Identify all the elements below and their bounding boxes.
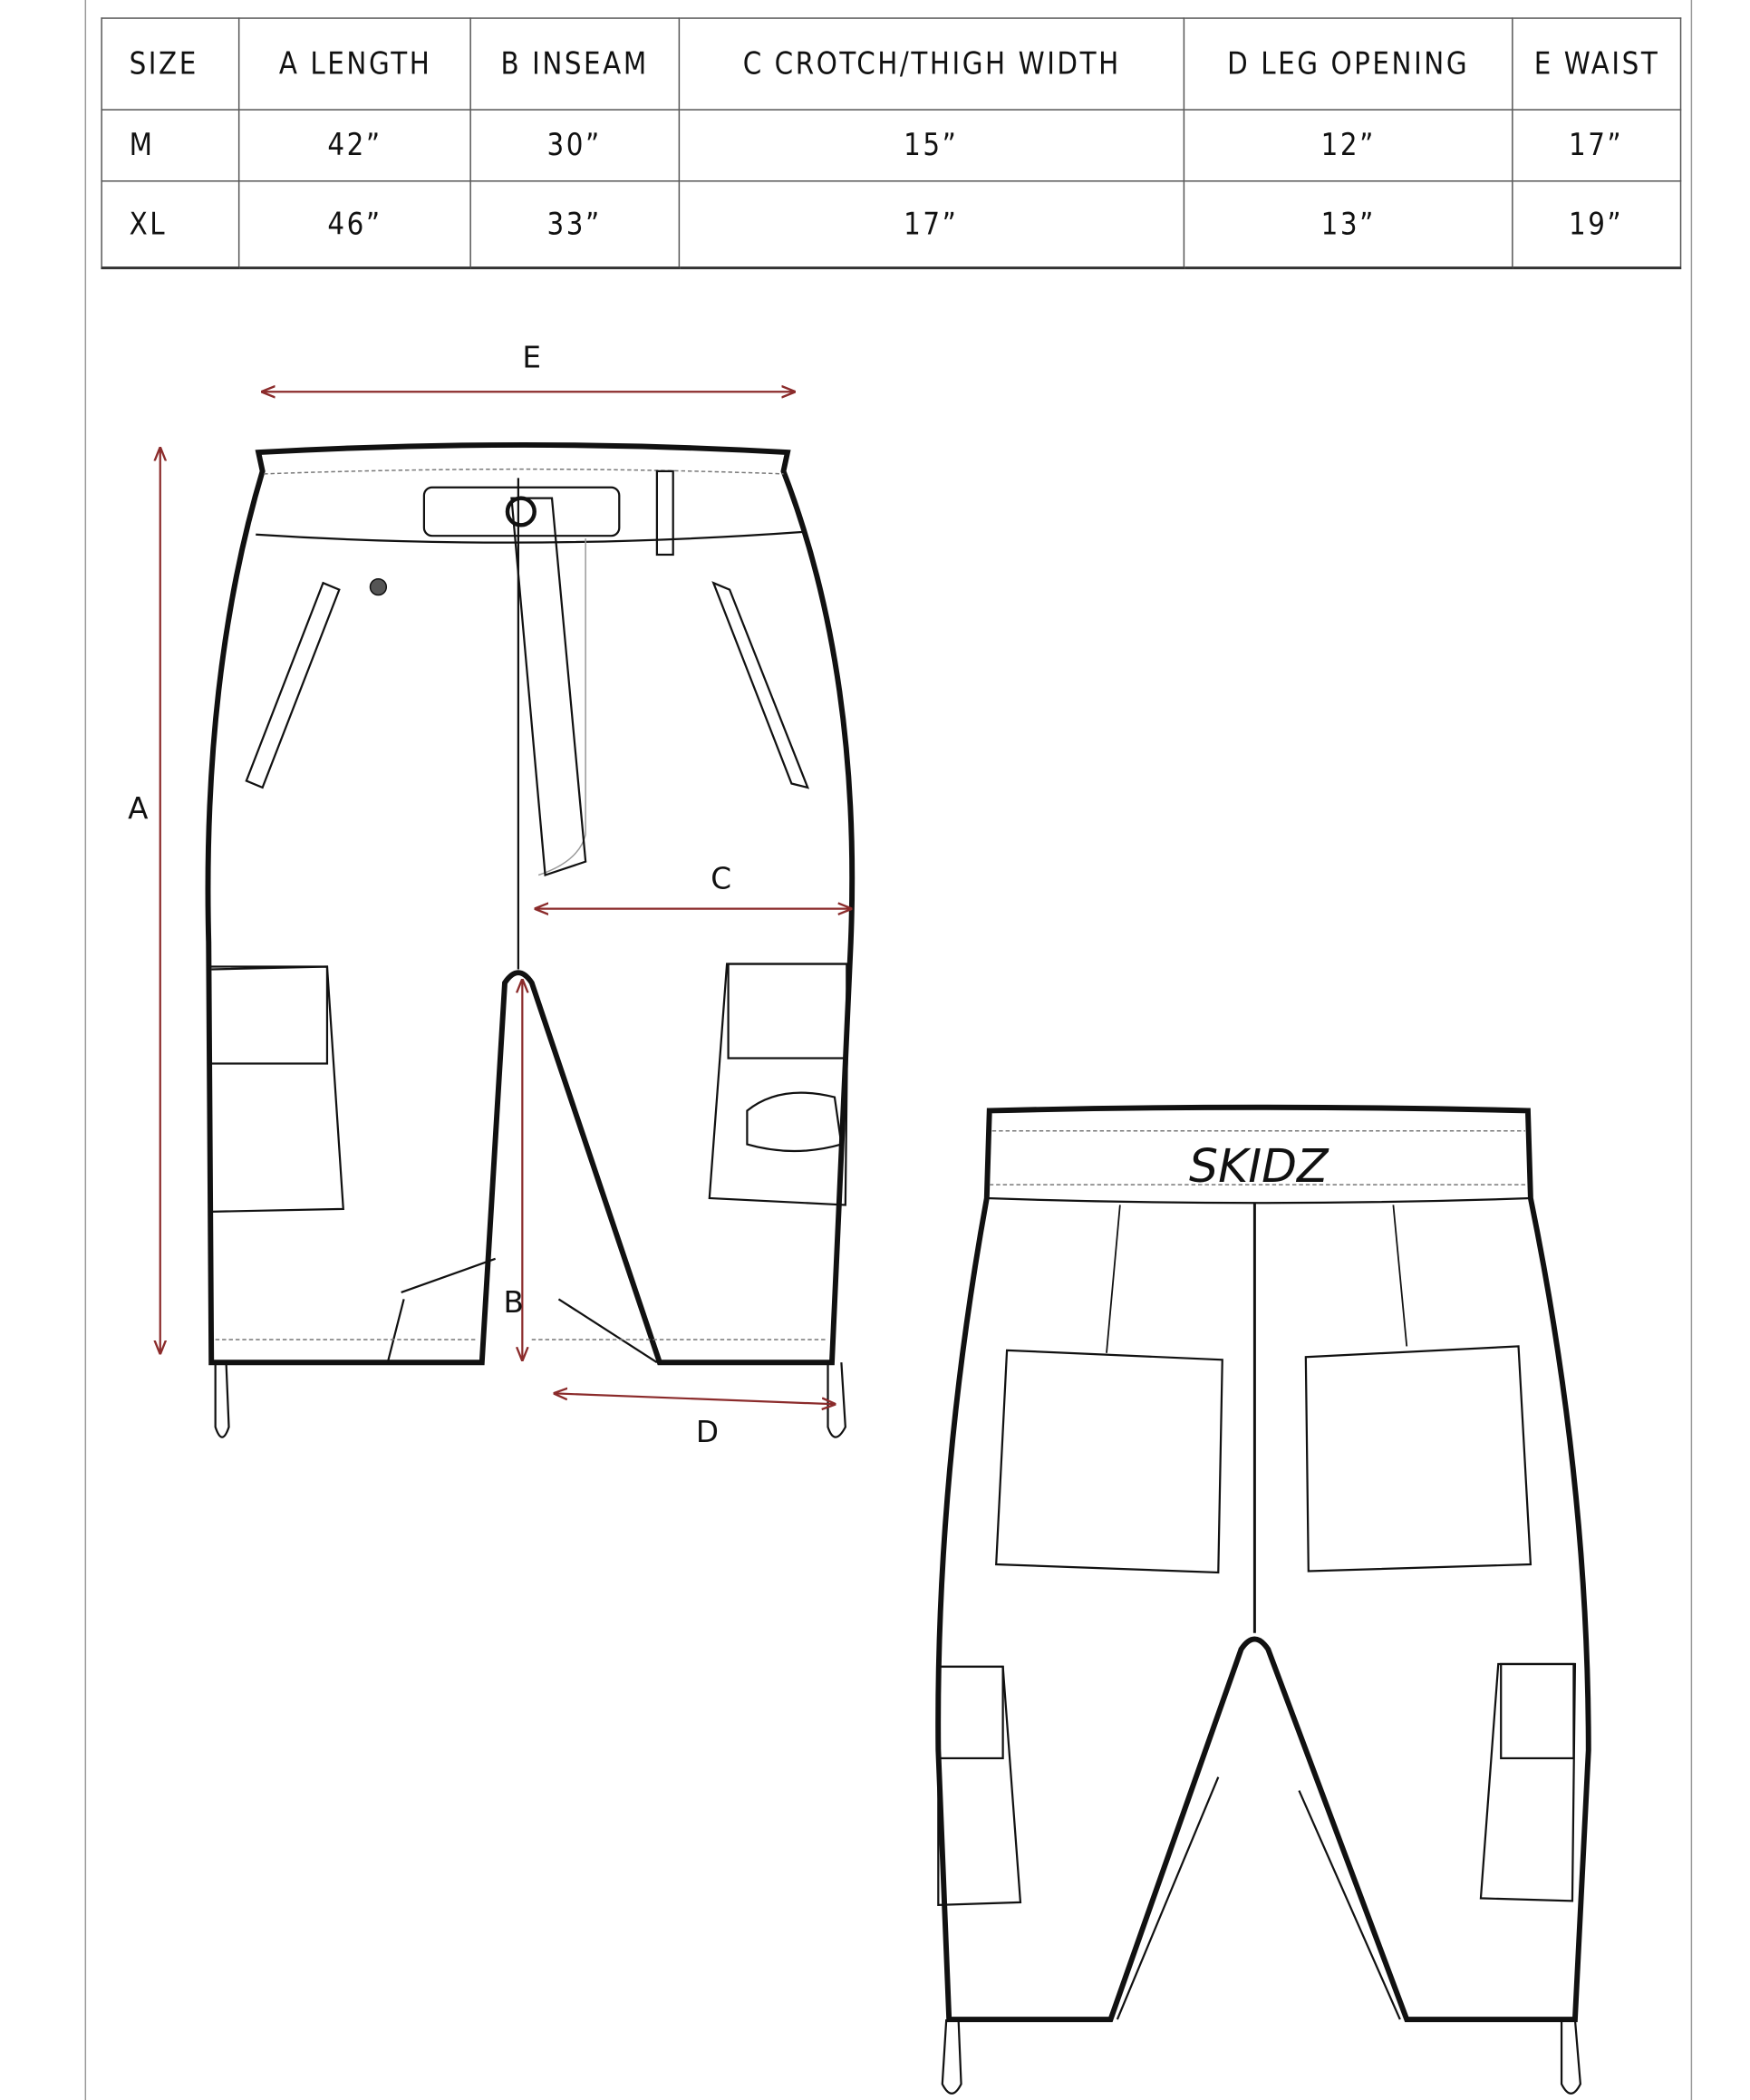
toast-patch xyxy=(746,1091,843,1153)
label-b: B xyxy=(504,1285,524,1320)
cell-inseam: 33” xyxy=(469,180,681,270)
back-dart-right xyxy=(1392,1205,1408,1347)
front-knee-line-right xyxy=(557,1298,658,1364)
left-cargo-flap xyxy=(208,965,329,1065)
back-waistband-seam xyxy=(986,1196,1531,1205)
back-dart-left xyxy=(1106,1205,1121,1353)
back-knee-lines xyxy=(1116,1776,1401,2020)
size-chart-table: SIZE A LENGTH B INSEAM C CROTCH/THIGH WI… xyxy=(101,17,1682,270)
right-drawcord xyxy=(827,1362,846,1438)
front-outline xyxy=(205,441,856,1366)
left-cargo-pocket xyxy=(211,965,344,1213)
front-waistband-stitch xyxy=(264,468,784,475)
header-length: A LENGTH xyxy=(237,17,471,111)
front-shorts-flat xyxy=(205,441,856,1438)
front-knee-line-left xyxy=(386,1257,497,1363)
skidz-logo: SKIDZ xyxy=(1189,1139,1329,1193)
back-right-pocket xyxy=(1304,1345,1532,1573)
label-e: E xyxy=(522,341,541,375)
header-inseam: B INSEAM xyxy=(469,17,681,111)
size-row-m: M 42” 30” 15” 12” 17” xyxy=(101,109,1682,182)
belt-tail xyxy=(510,497,587,877)
back-right-drawcord xyxy=(1560,2019,1581,2095)
back-outline xyxy=(935,1104,1591,2023)
left-drawcord xyxy=(214,1362,230,1438)
back-right-cargo-flap xyxy=(1500,1662,1575,1760)
dim-d-arrow xyxy=(555,1393,835,1404)
header-size: SIZE xyxy=(101,17,240,111)
size-chart-header-row: SIZE A LENGTH B INSEAM C CROTCH/THIGH WI… xyxy=(101,17,1682,111)
header-crotch-thigh: C CROTCH/THIGH WIDTH xyxy=(678,17,1185,111)
front-waistband-seam xyxy=(256,530,806,544)
left-zip-pocket xyxy=(245,581,341,789)
cell-size: M xyxy=(101,109,240,182)
back-waistband-stitch xyxy=(989,1129,1528,1185)
back-right-cargo xyxy=(1479,1662,1577,1902)
buckle-ring xyxy=(505,496,537,527)
belt-loop xyxy=(655,469,674,556)
page-border-left xyxy=(84,0,87,2100)
back-shorts-flat: SKIDZ xyxy=(935,1104,1591,2095)
header-leg-opening: D LEG OPENING xyxy=(1183,17,1513,111)
cell-leg-opening: 13” xyxy=(1183,180,1513,270)
back-left-cargo-flap xyxy=(937,1665,1004,1760)
header-waist: E WAIST xyxy=(1512,17,1682,111)
front-dimension-arrows xyxy=(160,392,851,1404)
label-a: A xyxy=(128,791,149,826)
snap-button xyxy=(369,577,388,596)
cell-length: 46” xyxy=(237,180,471,270)
label-c: C xyxy=(711,861,731,895)
fly-stitch xyxy=(537,538,586,876)
back-left-cargo xyxy=(937,1665,1022,1906)
cell-inseam: 30” xyxy=(469,109,681,182)
belt-strap xyxy=(422,486,621,537)
cell-length: 42” xyxy=(237,109,471,182)
cell-crotch: 15” xyxy=(678,109,1185,182)
cell-waist: 19” xyxy=(1512,180,1682,270)
label-d: D xyxy=(696,1415,719,1449)
cell-crotch: 17” xyxy=(678,180,1185,270)
page-border-right xyxy=(1690,0,1693,2100)
cell-waist: 17” xyxy=(1512,109,1682,182)
right-cargo-flap xyxy=(727,963,848,1060)
right-cargo-pocket xyxy=(708,963,849,1206)
back-left-pocket xyxy=(995,1349,1223,1574)
back-left-drawcord xyxy=(941,2019,962,2095)
cell-size: XL xyxy=(101,180,240,270)
dimension-labels: E A C B D xyxy=(128,341,731,1449)
size-row-xl: XL 46” 33” 17” 13” 19” xyxy=(101,180,1682,270)
right-zip-pocket xyxy=(711,581,810,789)
